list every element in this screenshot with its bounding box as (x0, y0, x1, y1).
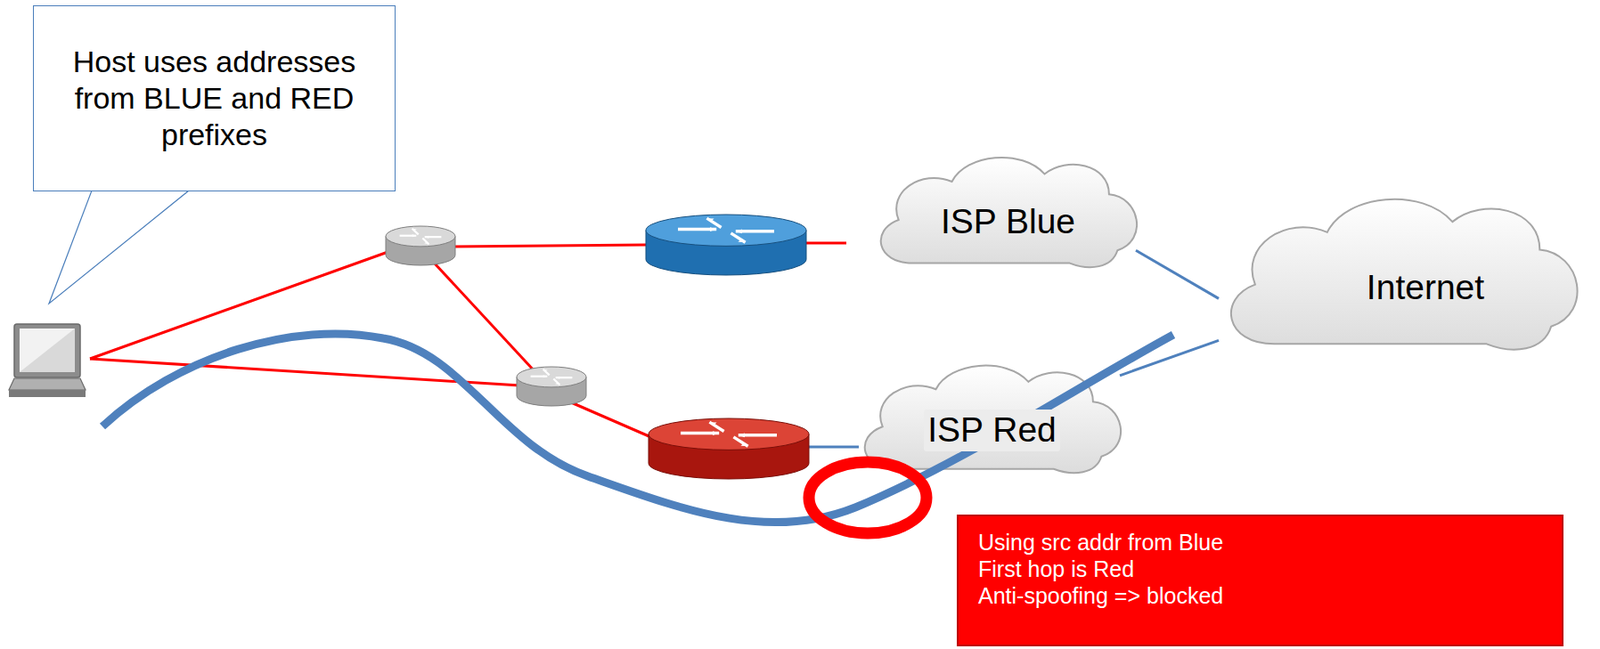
note-text: First hop is Red (978, 555, 1135, 583)
router-symbols (385, 214, 809, 480)
isp-red-cloud: ISP Red (851, 354, 1133, 480)
red-router-symbol (648, 418, 809, 480)
note-text: Host uses addresses from BLUE and RED pr… (46, 43, 383, 153)
uplink-line (1135, 250, 1219, 299)
edge-router-symbol (385, 226, 456, 266)
cloud-label: Internet (1366, 267, 1485, 310)
spoofing-note: Using src addr from BlueFirst hop is Red… (956, 514, 1564, 647)
packet-path (102, 334, 1174, 523)
blue-router-symbol (645, 214, 807, 276)
cloud-label: ISP Blue (940, 201, 1076, 244)
uplink-line (1119, 340, 1219, 376)
edge-router-symbol (516, 367, 587, 407)
red-router-link (806, 446, 859, 449)
host-callout: Host uses addresses from BLUE and RED pr… (32, 5, 396, 192)
cloud-label: ISP Red (923, 409, 1061, 452)
isp-blue-cloud: ISP Blue (867, 146, 1149, 274)
laptop-icon (8, 324, 86, 398)
note-text: Using src addr from Blue (978, 529, 1224, 556)
internet-cloud: Internet (1213, 183, 1593, 359)
blocked-marker (808, 462, 927, 534)
note-text: Anti-spoofing => blocked (978, 582, 1224, 610)
callout-tail (48, 190, 189, 304)
